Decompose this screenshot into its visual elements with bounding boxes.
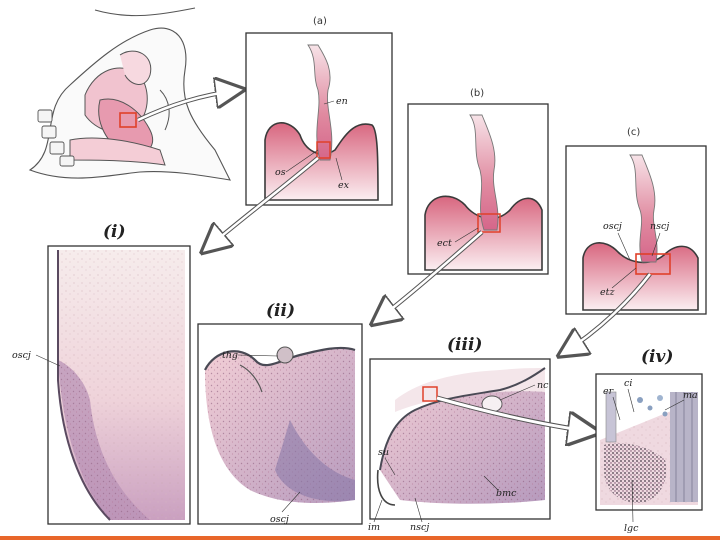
label-oscj: oscj: [12, 350, 31, 361]
panel-b: (b) ect: [407, 88, 549, 275]
label-ci: ci: [624, 378, 632, 389]
panel-a-letter: (a): [313, 16, 327, 27]
label-os: os: [275, 167, 286, 178]
label-ma: ma: [683, 390, 698, 401]
label-ex: ex: [338, 180, 350, 191]
panel-iii: (iii) nc su bmc im nscj: [368, 335, 551, 533]
label-oscj: oscj: [603, 221, 622, 232]
panel-i-numeral: (i): [103, 222, 126, 242]
label-nscj: nscj: [410, 522, 429, 533]
label-etz: etz: [600, 287, 615, 298]
label-thg: thg: [222, 350, 238, 361]
panel-ii: (ii) thg oscj: [197, 301, 363, 525]
panel-c: (c) oscj nscj etz: [565, 127, 707, 315]
panel-a: (a) en os ex: [245, 16, 393, 206]
label-nc: nc: [537, 380, 549, 391]
label-oscj: oscj: [270, 514, 289, 525]
bottom-accent-rule: [0, 536, 720, 540]
highlight-box: [119, 112, 137, 128]
label-bmc: bmc: [496, 488, 517, 499]
label-en: en: [336, 96, 348, 107]
panel-b-letter: (b): [470, 88, 484, 99]
panel-ii-numeral: (ii): [266, 301, 295, 321]
label-im: im: [368, 522, 380, 533]
label-er: er: [603, 386, 615, 397]
highlight-box: [422, 386, 438, 402]
panel-i: (i) oscj: [12, 222, 191, 525]
panel-iii-numeral: (iii): [447, 335, 482, 355]
panel-c-letter: (c): [627, 127, 640, 138]
label-nscj: nscj: [650, 221, 669, 232]
anatomy-illustration: [28, 7, 231, 181]
label-lgc: lgc: [624, 523, 639, 534]
panel-iv: (iv) er ci ma lgc: [595, 347, 703, 534]
panel-iv-numeral: (iv): [641, 347, 673, 367]
highlight-box: [477, 213, 501, 233]
label-ect: ect: [437, 238, 452, 249]
label-su: su: [378, 447, 389, 458]
highlight-box: [316, 141, 331, 159]
